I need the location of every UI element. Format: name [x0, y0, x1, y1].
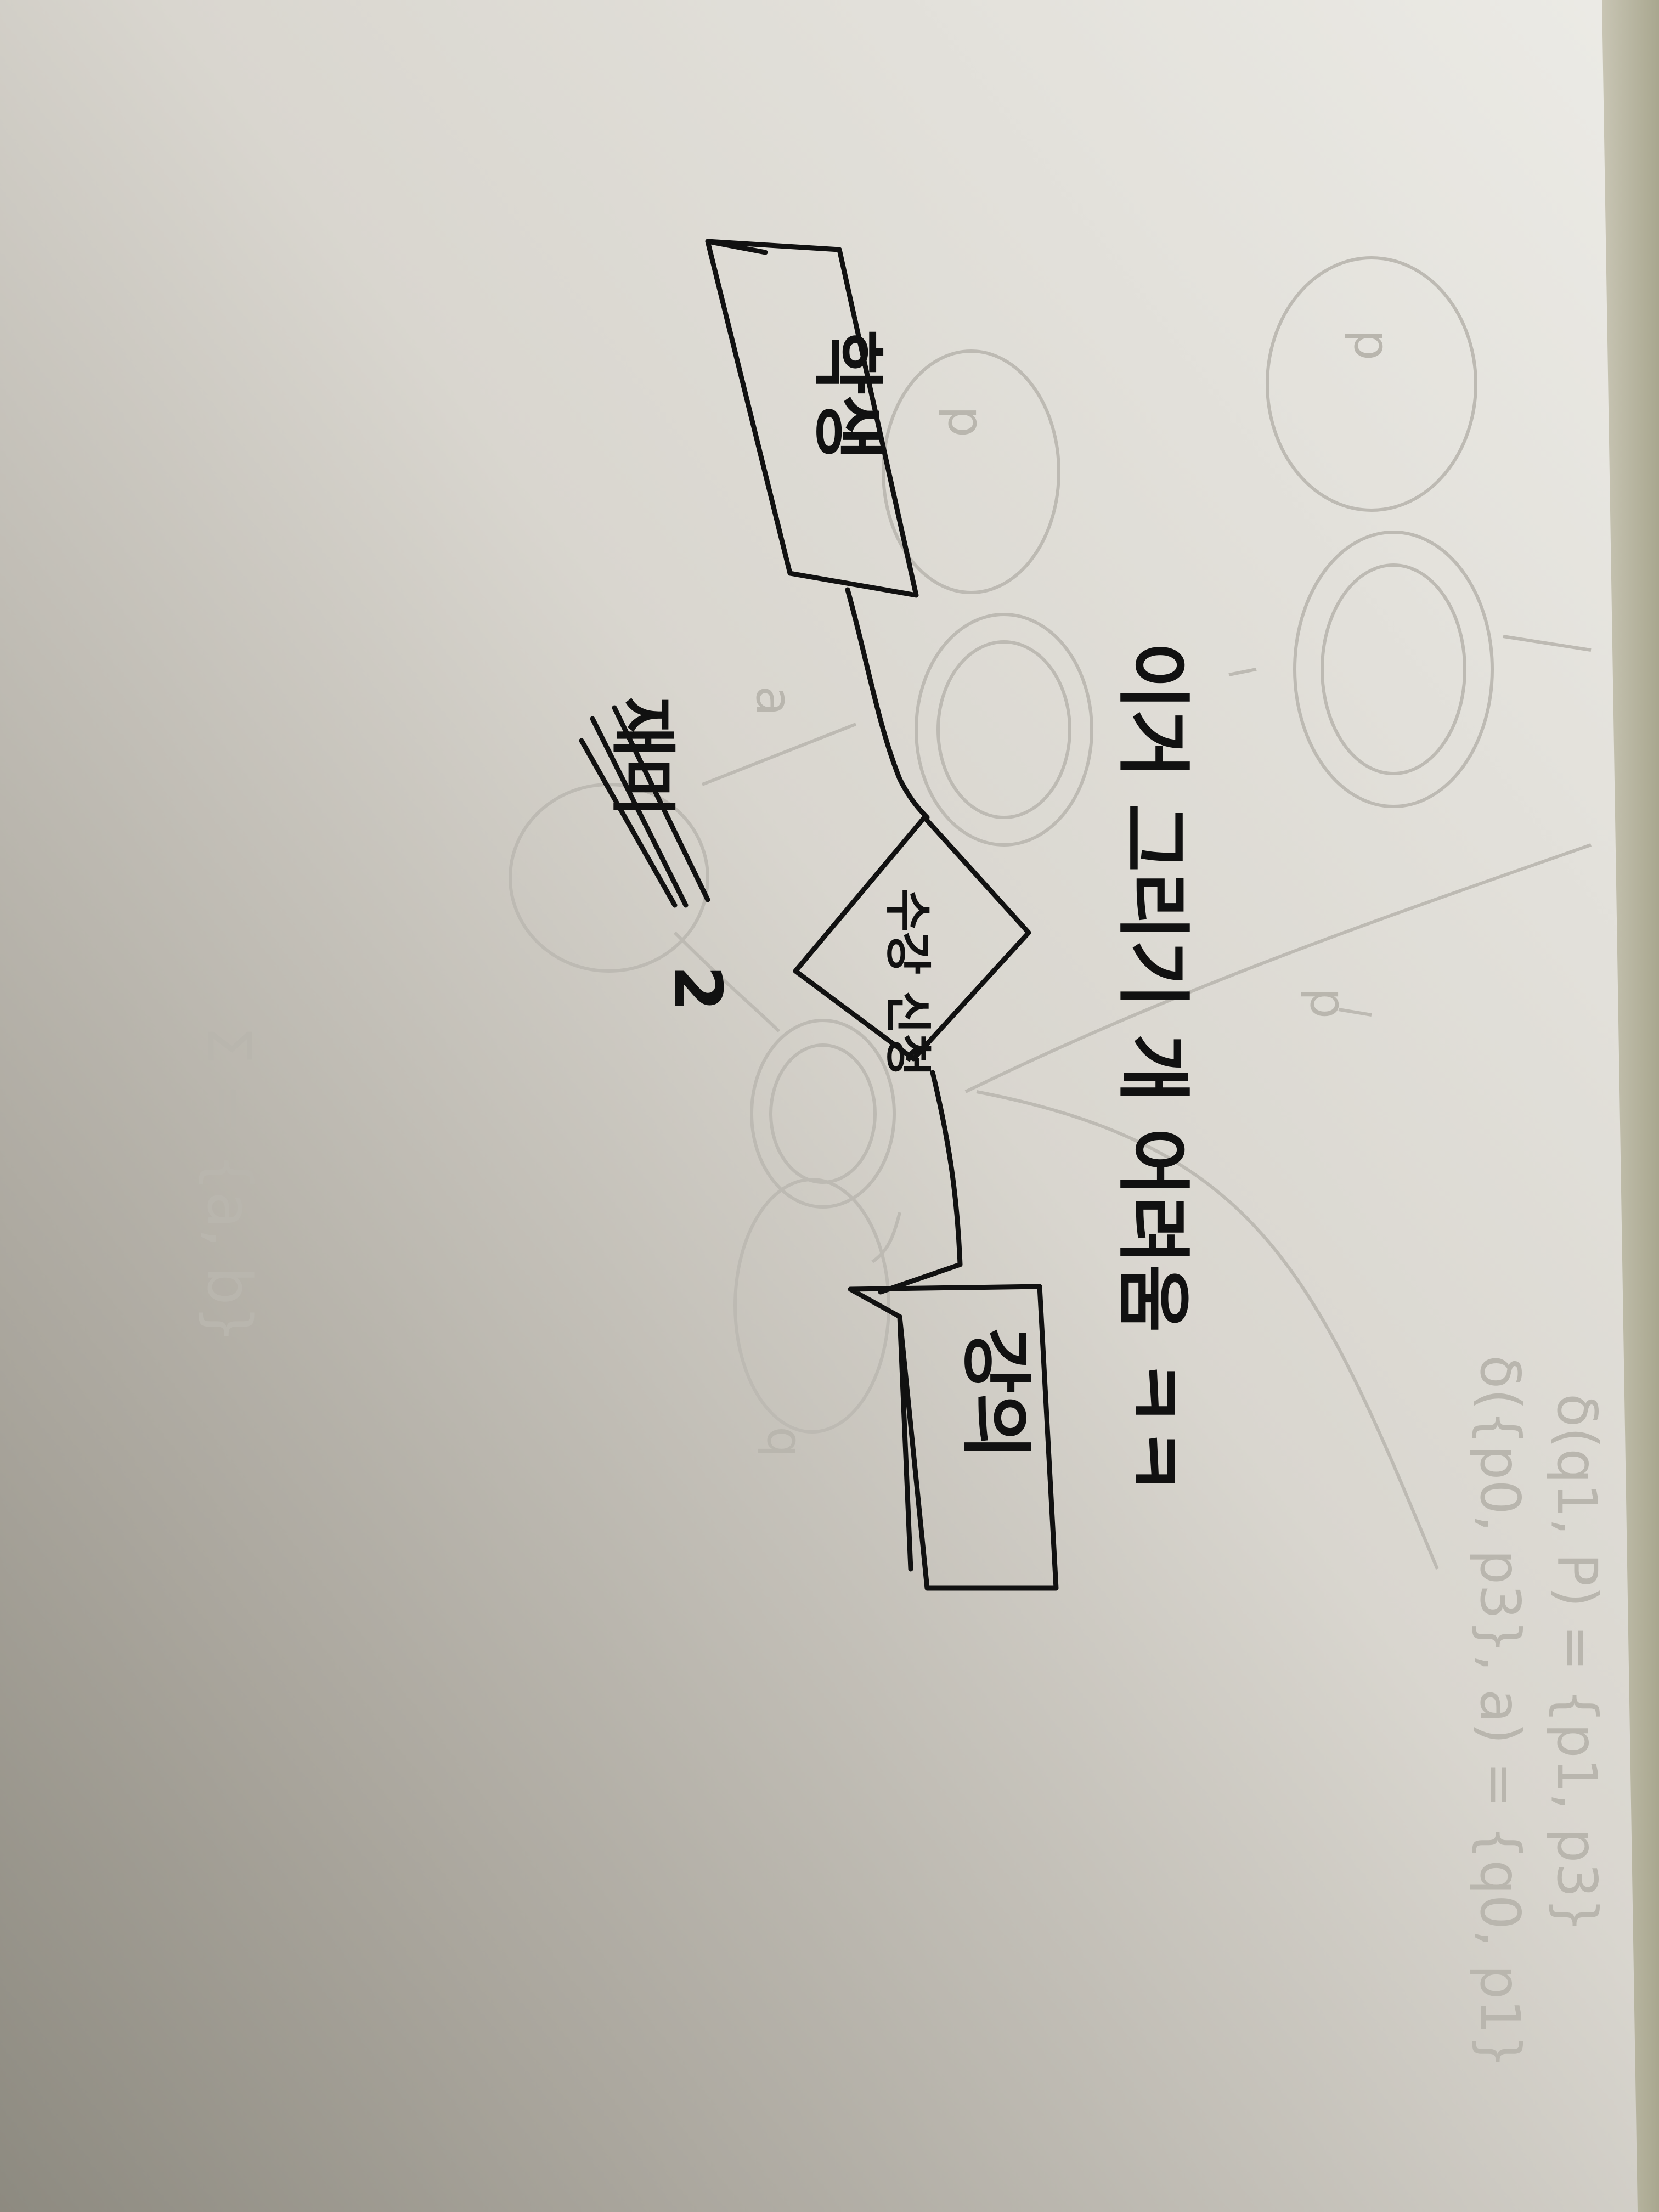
scratch-number: 2: [659, 966, 735, 1012]
relationship-label: 수강 신청: [880, 889, 934, 1076]
entity-box-lecture-bottom: [897, 1314, 913, 1572]
formula-line-2: δ(q1, P) = {p1, p3}: [1545, 1393, 1609, 1933]
entity-box-lecture: [848, 1284, 1059, 1591]
formula-line-1: Σ = {a, b}: [194, 1026, 264, 1344]
svg-text:p: p: [937, 406, 995, 437]
strike-lines: [579, 705, 710, 908]
show-through-formulas: Σ = {a, b} δ(q1, P) = {p1, p3} δ({p0, p3…: [194, 1026, 1609, 2069]
relationship-diamond: [793, 815, 1031, 1062]
entity-box-student: [705, 239, 919, 598]
svg-text:p: p: [1343, 329, 1401, 360]
connector-student-relationship: [845, 587, 930, 820]
desk-edge: [1602, 0, 1659, 2212]
svg-text:q: q: [756, 1426, 814, 1458]
svg-text:p: p: [1299, 988, 1357, 1019]
connector-relationship-lecture: [878, 1070, 963, 1295]
diagram-labels: 학생 수강 신청 강의 이거 그리기 개 어려움 ㅋㅋ 재미 2: [604, 329, 1196, 1494]
entity-box-student-extension: [705, 239, 768, 255]
er-diagram: [579, 239, 1059, 1591]
svg-text:a: a: [745, 686, 803, 716]
scratch-note: 재미: [604, 697, 680, 818]
formula-line-3: δ({p0, p3}, a) = {q0, p1}: [1468, 1355, 1532, 2069]
entity-label-lecture: 강의: [954, 1328, 1037, 1459]
entity-label-student: 학생: [806, 329, 889, 460]
show-through-letters: p p p a q: [745, 329, 1401, 1458]
show-through-sketch: [509, 256, 1592, 1570]
caption-text: 이거 그리기 개 어려움 ㅋㅋ: [1110, 642, 1196, 1494]
